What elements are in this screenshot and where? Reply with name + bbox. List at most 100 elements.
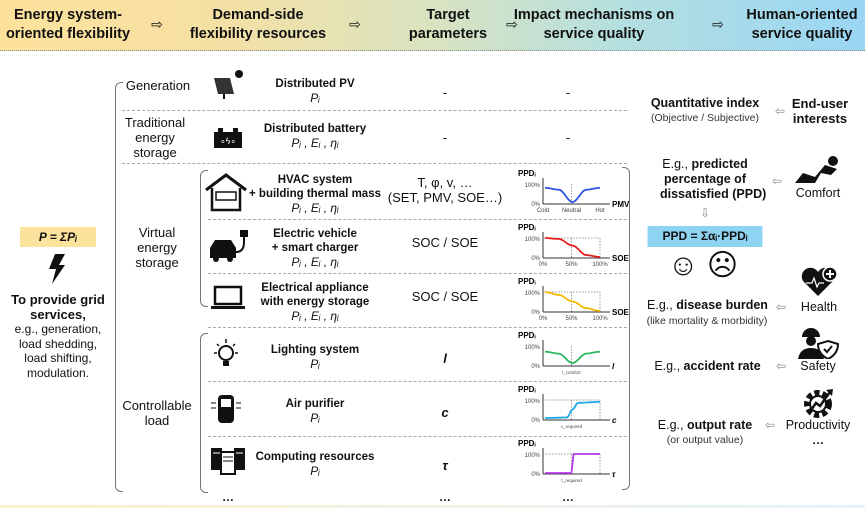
chart-ylabel: PPDᵢ xyxy=(518,277,536,286)
chart-xtick: τ_required xyxy=(561,478,582,483)
resource-params: Pᵢ xyxy=(310,91,320,105)
safety-worker-shield-icon xyxy=(798,328,840,359)
chart-xtick: Hot xyxy=(595,208,605,214)
accident-bold: accident rate xyxy=(683,359,761,373)
impact-mechanism: - xyxy=(565,130,571,145)
chart-series-line xyxy=(545,453,600,474)
output-prefix: E.g., xyxy=(657,418,687,432)
grid-services-examples: e.g., generation, load shedding, load sh… xyxy=(14,322,102,380)
chart-xlabel: SOE xyxy=(612,308,630,317)
arrow-left-icon: ⇦ xyxy=(775,300,787,314)
target-parameter: - xyxy=(442,130,448,145)
chart-ytick: 100% xyxy=(525,237,541,243)
health-heart-icon xyxy=(801,266,838,296)
disease-prefix: E.g., xyxy=(647,298,677,312)
chart-xtick: 100% xyxy=(592,262,608,268)
arrow-right-icon: ⇨ xyxy=(506,16,518,32)
ellipsis: … xyxy=(439,490,451,504)
air-purifier-icon xyxy=(210,393,242,431)
arrow-right-icon: ⇨ xyxy=(349,16,361,32)
separator xyxy=(122,110,627,111)
laptop-icon xyxy=(210,285,246,317)
chart-ylabel: PPDᵢ xyxy=(518,331,536,340)
chart-ytick: 100% xyxy=(525,183,541,189)
chart-series-line xyxy=(545,237,601,258)
category-controllable-load: Controllable load xyxy=(122,398,192,428)
chart-ytick: 100% xyxy=(525,399,541,405)
house-ac-icon xyxy=(204,172,248,218)
comfort-label: Comfort xyxy=(795,186,841,200)
output-bold: output rate xyxy=(686,418,753,432)
resource-params: Pᵢ , Eᵢ , ηᵢ xyxy=(291,136,339,150)
comfort-reclining-person-icon xyxy=(795,156,838,183)
chart-series-line xyxy=(544,186,601,204)
target-parameter: SOC / SOE xyxy=(411,235,479,250)
chart-xtick: 50% xyxy=(565,262,578,268)
ppd-formula: PPD = Σαᵢ·PPDᵢ xyxy=(647,226,763,247)
chart-series-line xyxy=(544,291,601,312)
chart-xtick: c_required xyxy=(561,424,583,429)
chart-xlabel: l xyxy=(612,362,615,371)
separator xyxy=(208,327,627,328)
separator xyxy=(208,219,627,220)
header-col-target: Target parameters xyxy=(408,7,488,42)
chart-xtick: 0% xyxy=(539,262,548,268)
chart-ytick: 0% xyxy=(531,310,540,316)
resource-params: Pᵢ xyxy=(310,411,320,425)
chart-ytick: 100% xyxy=(525,453,541,459)
chart-ytick: 0% xyxy=(531,472,540,478)
grid-services-title: To provide grid services, xyxy=(11,292,105,322)
separator xyxy=(208,273,627,274)
header-col-human: Human-oriented service quality xyxy=(746,7,858,42)
light-bulb-icon xyxy=(210,338,242,378)
battery-icon: ∘ϟ∘ xyxy=(213,125,243,155)
header-col-resources: Demand-side flexibility resources xyxy=(189,7,327,42)
resource-params: Pᵢ xyxy=(310,464,320,478)
header-bar: Energy system- oriented flexibility ⇨ De… xyxy=(0,0,865,51)
arrow-right-icon: ⇨ xyxy=(712,16,724,32)
resource-name: Air purifier xyxy=(285,398,345,410)
solar-panel-icon xyxy=(210,68,246,106)
lightning-icon xyxy=(49,254,65,284)
arrow-left-icon: ⇦ xyxy=(775,359,787,373)
resource-name: Electrical appliance with energy storage xyxy=(260,282,370,308)
category-traditional-storage: Traditional energy storage xyxy=(124,115,186,160)
resource-params: Pᵢ xyxy=(310,357,320,371)
virtual-brace xyxy=(200,170,208,307)
resource-params: Pᵢ , Eᵢ , ηᵢ xyxy=(291,201,339,215)
separator xyxy=(208,381,627,382)
ellipsis: … xyxy=(812,433,824,447)
chart-xlabel: SOE xyxy=(612,254,630,263)
target-parameter: - xyxy=(442,85,448,100)
chart-ylabel: PPDᵢ xyxy=(518,169,536,178)
impact-mechanism: - xyxy=(565,85,571,100)
quantitative-index-title: Quantitative index xyxy=(650,96,760,110)
chart-series-line xyxy=(544,350,601,365)
target-parameter: c xyxy=(441,405,449,420)
chart-ylabel: PPDᵢ xyxy=(518,439,536,448)
chart-ytick: 0% xyxy=(531,364,540,370)
resource-name: Distributed battery xyxy=(263,123,367,135)
chart-ytick: 0% xyxy=(531,418,540,424)
productivity-label: Productivity xyxy=(785,418,851,432)
chart-xlabel: τ xyxy=(612,470,616,479)
resource-name: Electric vehicle + smart charger xyxy=(271,228,359,254)
quantitative-index-sub: (Objective / Subjective) xyxy=(651,112,759,124)
chart-xtick: Neutral xyxy=(562,208,581,214)
resource-name: Lighting system xyxy=(270,344,360,356)
ellipsis: … xyxy=(562,490,574,504)
server-icon xyxy=(210,444,246,482)
smiley-sad-faces-icon: ☺ ☹ xyxy=(667,249,739,282)
separator xyxy=(122,163,627,164)
separator xyxy=(208,436,627,437)
arrow-left-icon: ⇦ xyxy=(771,174,783,188)
output-rate: E.g., output rate xyxy=(650,418,760,432)
disease-bold: disease burden xyxy=(676,298,768,312)
resource-name: Distributed PV xyxy=(275,78,355,90)
header-col-flexibility: Energy system- oriented flexibility xyxy=(5,7,131,42)
arrow-left-icon: ⇦ xyxy=(764,418,776,432)
resource-name: HVAC system + building thermal mass xyxy=(249,174,381,200)
accident-rate: E.g., accident rate xyxy=(645,359,770,373)
outer-brace xyxy=(115,82,123,492)
